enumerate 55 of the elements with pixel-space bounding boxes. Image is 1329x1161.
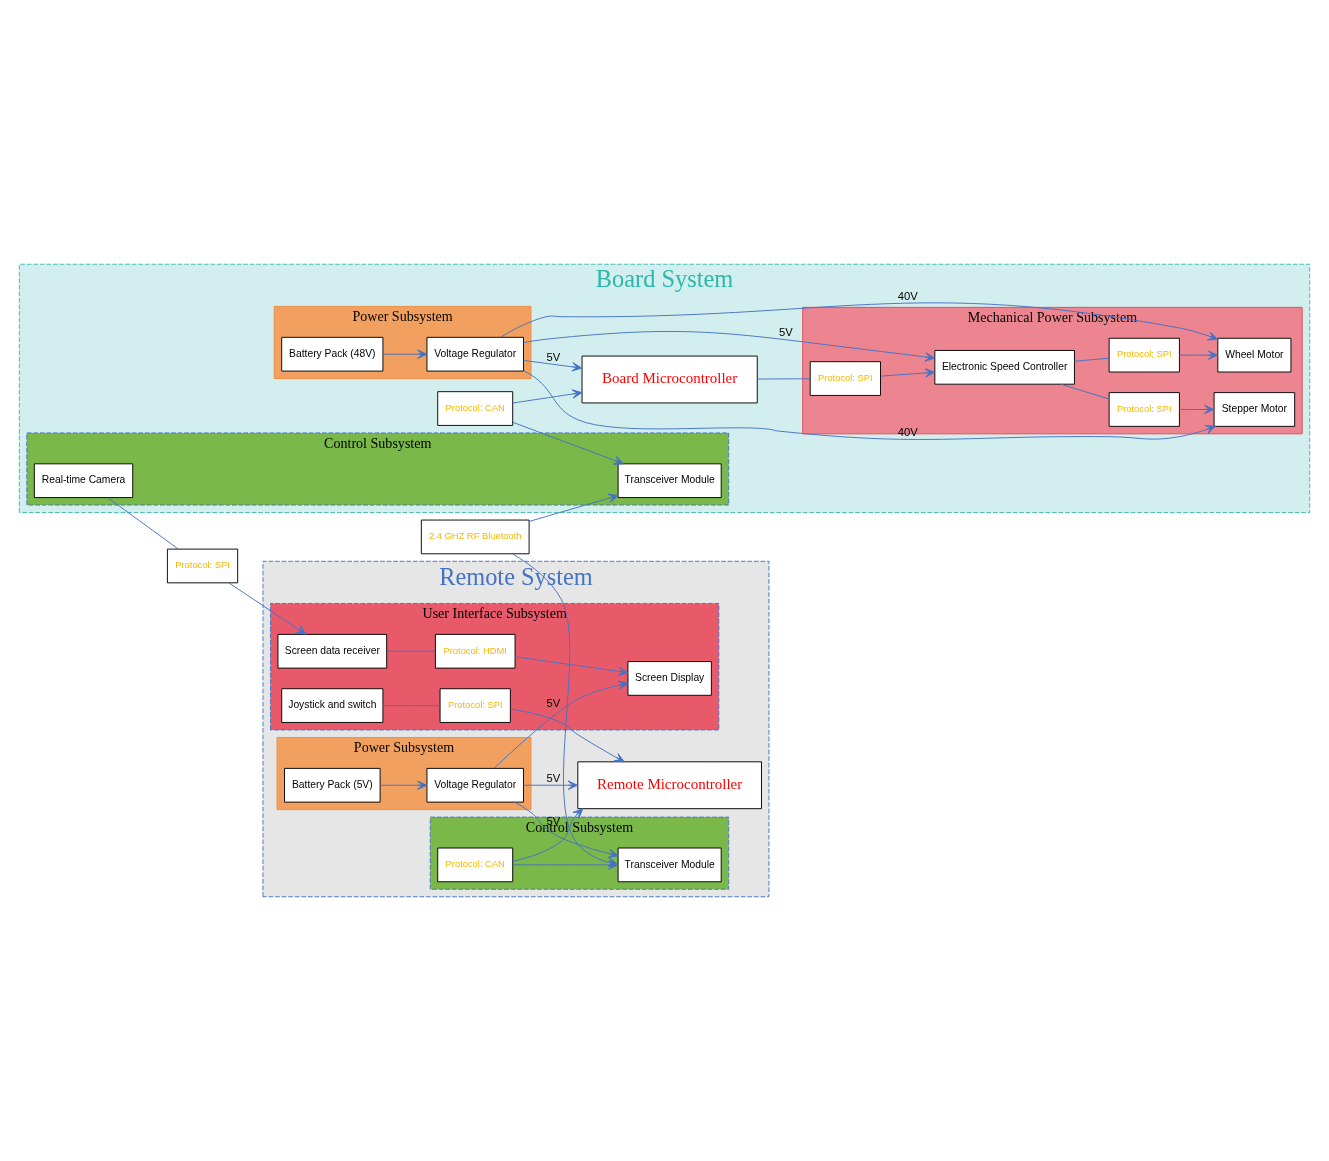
arrow	[512, 808, 584, 862]
arrow	[510, 708, 625, 763]
arrow	[523, 780, 578, 790]
node-box: Screen Display	[627, 661, 712, 696]
arrow	[1179, 350, 1218, 360]
edge-label: 5V	[546, 697, 561, 710]
connector	[386, 650, 436, 652]
arrow	[523, 370, 1216, 440]
connector	[107, 497, 179, 550]
connector	[382, 705, 441, 707]
node-box: Protocol: CAN	[437, 847, 514, 883]
node-box: Voltage Regulator	[426, 767, 524, 803]
node-box: Transceiver Module	[617, 463, 722, 499]
arrow	[379, 780, 428, 790]
arrow	[523, 331, 936, 362]
node-box: Remote Microcontroller	[577, 761, 762, 810]
edge-label: 5V	[546, 351, 561, 364]
arrow	[528, 493, 619, 522]
node-box: Protocol: SPI	[439, 688, 511, 723]
node-box: Protocol: SPI	[1108, 337, 1180, 373]
node-box: Protocol: SPI	[809, 361, 881, 396]
node-box: Battery Pack (48V)	[281, 336, 384, 372]
node-box: Electronic Speed Controller	[934, 349, 1075, 385]
node-box: Real-time Camera	[33, 463, 134, 499]
node-box: Protocol: CAN	[437, 391, 514, 426]
node-box: Transceiver Module	[617, 847, 722, 883]
arrow	[514, 801, 619, 859]
arrow	[880, 368, 936, 378]
arrow	[1179, 404, 1215, 415]
connector	[757, 378, 811, 380]
node-box: Battery Pack (5V)	[284, 767, 381, 803]
node-box: Board Microcontroller	[581, 355, 758, 404]
arrow	[493, 680, 629, 769]
node-box: Protocol: SPI	[1108, 392, 1180, 427]
node-box: Joystick and switch	[281, 688, 384, 723]
arrow	[512, 860, 619, 870]
edge-label: 5V	[778, 326, 793, 339]
connector	[1060, 383, 1110, 400]
arrow	[382, 349, 428, 359]
arrow	[228, 582, 307, 635]
arrow	[499, 302, 1219, 341]
node-box: Voltage Regulator	[426, 336, 524, 372]
arrow	[512, 421, 624, 465]
connector	[1074, 357, 1110, 362]
arrow	[514, 656, 629, 676]
node-box: Protocol: HDMI	[434, 633, 516, 669]
edge-label: 5V	[546, 772, 561, 785]
node-box: 2.4 GHZ RF Bluetooth	[420, 519, 530, 555]
node-box: Stepper Motor	[1213, 392, 1296, 427]
node-box: Wheel Motor	[1217, 337, 1292, 373]
edge-label: 40V	[897, 290, 918, 303]
arrow	[523, 359, 583, 372]
arrow	[512, 389, 583, 404]
node-box: Protocol: SPI	[166, 548, 239, 584]
node-box: Screen data receiver	[277, 633, 388, 669]
